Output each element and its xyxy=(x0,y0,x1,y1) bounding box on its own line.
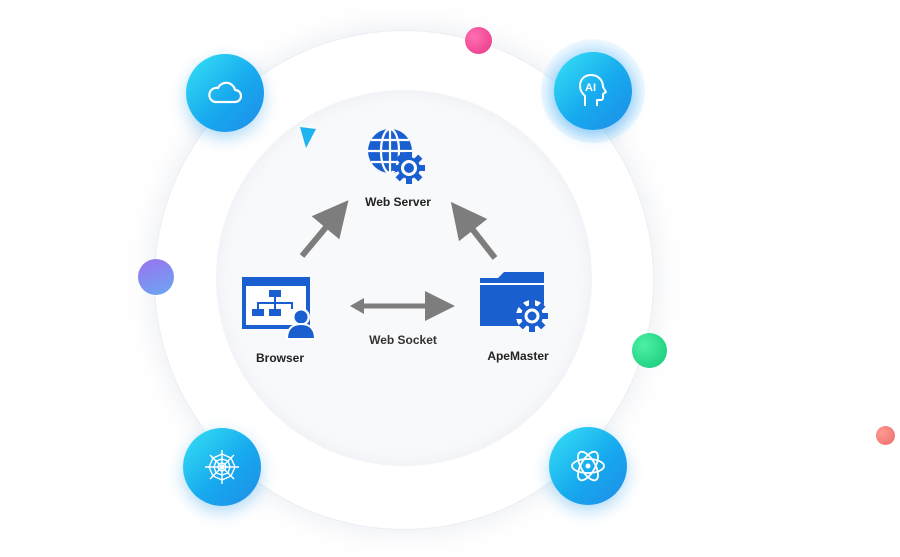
arrow-websocket-bidirectional xyxy=(350,291,455,321)
coral-dot xyxy=(876,426,895,445)
web-server-label: Web Server xyxy=(365,195,431,209)
browser-user-icon xyxy=(242,277,317,340)
cloud-badge xyxy=(186,54,264,132)
green-dot xyxy=(632,333,667,368)
apemaster-label: ApeMaster xyxy=(487,349,549,363)
triangle-marker xyxy=(300,127,316,148)
globe-gear-icon xyxy=(368,127,425,184)
ai-badge: AI xyxy=(554,52,632,130)
pink-dot xyxy=(465,27,492,54)
cloud-icon xyxy=(208,81,243,104)
web-socket-label: Web Socket xyxy=(369,333,437,347)
atom-icon xyxy=(571,450,605,482)
browser-label: Browser xyxy=(255,351,305,365)
ai-text: AI xyxy=(585,82,596,94)
web-badge xyxy=(183,428,261,506)
arrow-browser-to-webserver xyxy=(299,200,349,258)
ai-head-icon: AI xyxy=(579,74,607,106)
atom-badge xyxy=(549,427,627,505)
spider-web-icon xyxy=(205,450,239,484)
purple-dot xyxy=(138,259,174,295)
folder-gear-icon xyxy=(480,272,548,332)
arrow-apemaster-to-webserver xyxy=(450,201,498,260)
